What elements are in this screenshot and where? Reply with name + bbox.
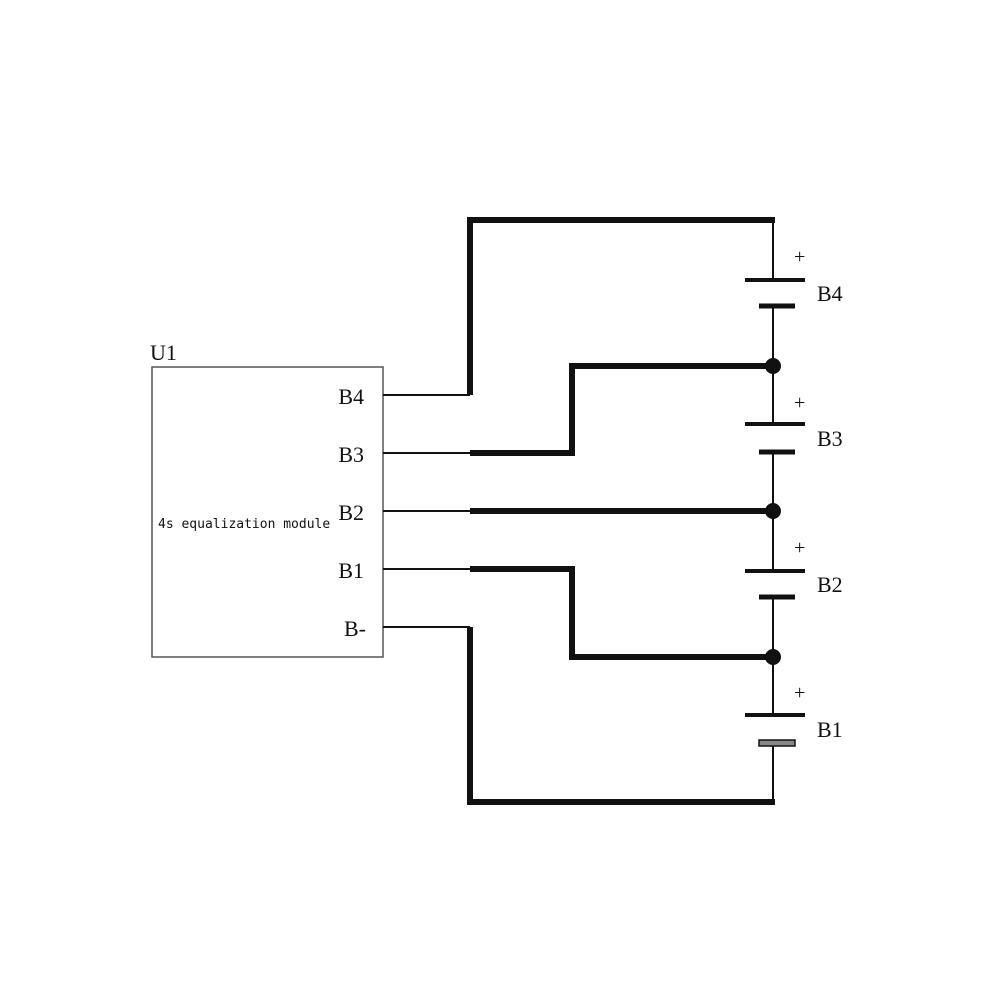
cell-b1-label: B1	[817, 717, 843, 742]
module-description: 4s equalization module	[158, 517, 330, 532]
wire-b1	[470, 566, 775, 660]
pin-label-bminus: B-	[344, 616, 366, 641]
wire-b4-top	[467, 217, 775, 395]
cell-b2-label: B2	[817, 572, 843, 597]
cell-b1-plus-sign: +	[794, 682, 805, 704]
cell-b4-label: B4	[817, 281, 843, 306]
junction-dot-b1	[765, 649, 781, 665]
battery-cell-b3: + B3	[745, 392, 843, 455]
battery-cell-b1: + B1	[745, 682, 843, 747]
pin-label-b4: B4	[338, 384, 364, 409]
cell-b3-plus-sign: +	[794, 392, 805, 414]
battery-cell-b2: + B2	[745, 537, 843, 600]
junction-dot-b3	[765, 358, 781, 374]
thick-wires	[467, 217, 775, 805]
cell-b1-negative-plate	[758, 739, 796, 747]
wire-b3	[470, 363, 775, 456]
pin-leads	[383, 394, 470, 628]
pin-label-b2: B2	[338, 500, 364, 525]
cell-b3-label: B3	[817, 426, 843, 451]
junction-dot-b2	[765, 503, 781, 519]
cell-b4-plus-sign: +	[794, 246, 805, 268]
wire-bminus	[467, 627, 775, 805]
pin-label-b1: B1	[338, 558, 364, 583]
pin-label-b3: B3	[338, 442, 364, 467]
module-ref-label: U1	[150, 340, 177, 365]
junction-dots	[765, 358, 781, 665]
battery-cell-b4: + B4	[745, 246, 843, 309]
cell-b2-plus-sign: +	[794, 537, 805, 559]
